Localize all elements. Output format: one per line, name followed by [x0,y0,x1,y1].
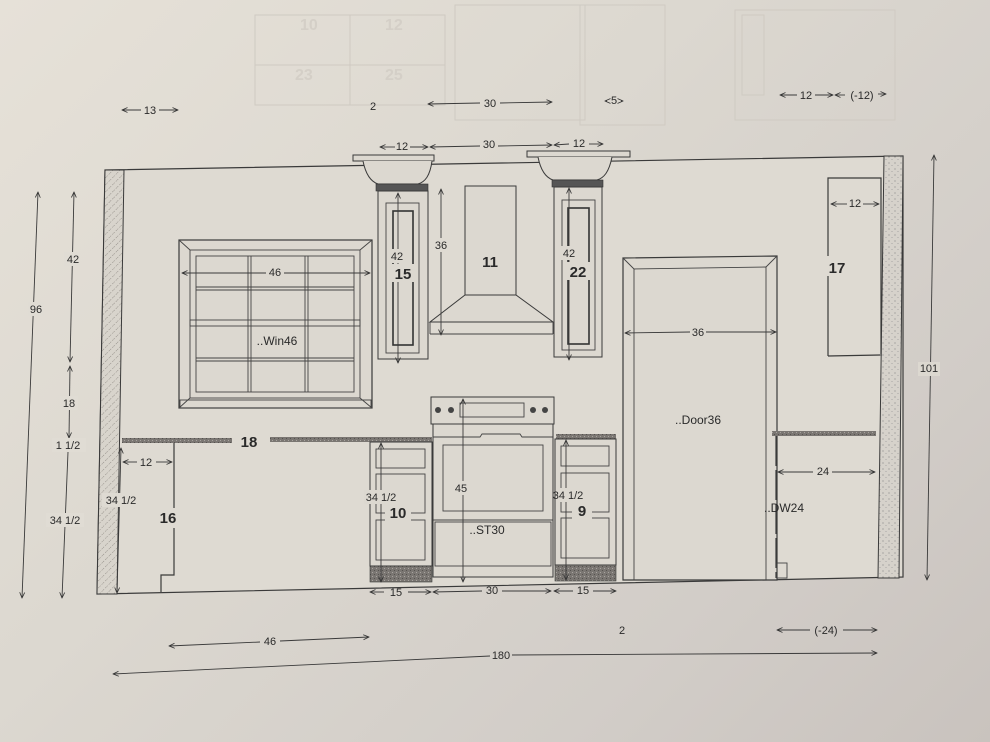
range-hood-11: 36 11 [428,185,555,335]
upper-cabinet-22: 42 22 [526,150,631,360]
upper-cabinet-15: 42 15 [352,154,435,363]
end-panel-tag-16: 16 [160,510,177,527]
dim-top-right-12: 12 [800,90,812,102]
dim-overall-180: 180 [492,650,510,662]
dim-tall-12: 12 [849,198,861,210]
left-dimensions: 96 42 18 1 1/2 34 1/2 [22,192,86,598]
bottom-dimensions: 15 30 15 46 2 (-24) 180 [113,585,877,674]
dim-top-13: 13 [144,105,156,117]
dim-bottom-15-left: 15 [390,587,402,599]
dim-window-46: 46 [269,267,281,279]
base-cabinet-tag-10: 10 [390,505,407,522]
dim-total-96: 96 [30,304,42,316]
dim-base-9-34-5: 34 1/2 [553,490,584,502]
dim-backsplash-18: 18 [63,398,75,410]
dim-total-101: 101 [920,363,938,375]
tall-cabinet-tag-17: 17 [829,260,846,277]
svg-text:23: 23 [295,67,313,84]
upper-cabinet-tag-15: 15 [395,266,412,283]
right-wall-section [877,155,904,579]
dim-top-2: 2 [370,101,376,113]
dim-upper-15-42: 42 [391,251,403,263]
base-cabinet-10: 34 1/2 10 [364,441,433,582]
door-36: 36 ..Door36 [622,255,778,581]
hood-tag-11: 11 [482,254,498,271]
door-label: ..Door36 [675,413,721,427]
dim-upper-42: 42 [67,254,79,266]
svg-text:10: 10 [300,17,318,34]
countertop-tag-18: 18 [241,434,258,451]
range-label: ..ST30 [469,523,505,537]
upper-cabinet-tag-22: 22 [570,264,587,281]
dim-upper-22-42: 42 [563,248,575,260]
dim-bottom-neg24: (-24) [814,625,837,637]
base-cabinet-9: 34 1/2 9 [553,438,617,582]
dim-door-36: 36 [692,327,704,339]
end-panel-16: 12 34 1/2 16 [102,443,178,593]
base-cabinet-tag-9: 9 [578,503,586,520]
svg-text:12: 12 [385,17,403,34]
svg-text:25: 25 [385,67,403,84]
dishwasher-label: ..DW24 [764,501,804,515]
ghost-background-drawing: 10 12 23 25 [254,4,896,126]
dim-inner-34-5: 34 1/2 [106,495,137,507]
dim-range-45: 45 [455,483,467,495]
dim-upper-mid-30: 30 [483,139,495,151]
dim-bottom-window-46: 46 [264,636,276,648]
dim-hood-30: 30 [484,98,496,110]
dim-bottom-range-30: 30 [486,585,498,597]
dim-upper-right-12: 12 [573,138,585,150]
dim-gap-5: 5 [611,95,617,107]
range-st30: 45 ..ST30 [430,396,555,582]
right-dimensions: 101 [918,155,940,580]
dim-base-34-5: 34 1/2 [50,515,81,527]
dim-bottom-2: 2 [619,625,625,637]
dim-upper-left-12: 12 [396,141,408,153]
top-dimensions: 13 2 30 5 12 (-12) 12 30 12 [122,90,886,153]
dishwasher-dw24: 24 ..DW24 [764,436,875,579]
tall-cabinet-17: 12 17 [826,177,882,357]
countertop-18: 18 [122,431,876,451]
dim-hood-36: 36 [435,240,447,252]
dim-base-10-34-5: 34 1/2 [366,492,397,504]
dim-countertop-1-5: 1 1/2 [56,440,80,452]
dim-return-12: 12 [140,457,152,469]
dim-dw-24: 24 [817,466,829,478]
dim-bottom-15-right: 15 [577,585,589,597]
window-win46: 46 ..Win46 [178,239,373,409]
dim-top-right-neg12: (-12) [850,90,873,102]
window-label: ..Win46 [257,334,298,348]
